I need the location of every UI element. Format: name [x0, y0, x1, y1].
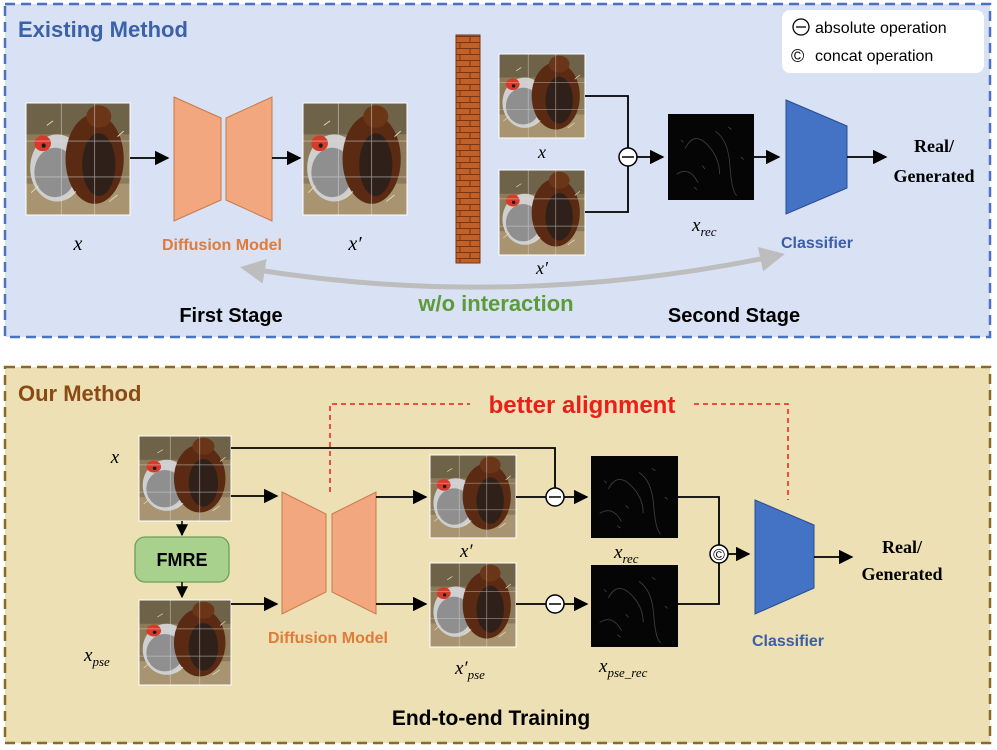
bottom-panel-title: Our Method [18, 381, 141, 406]
line-rec-to-concat [678, 496, 720, 545]
bottom-pse-rec-label: xpse_rec [598, 656, 648, 680]
bottom-rec-image [591, 456, 678, 538]
alignment-line-right [694, 403, 789, 500]
reconstructed-label: x′ [347, 233, 362, 255]
top-panel-title: Existing Method [18, 17, 188, 42]
stage2-input-image [498, 53, 586, 139]
output-label-line1: Real/ [914, 136, 955, 156]
stage2-recon-label: x′ [535, 258, 549, 278]
line-x-to-abs [585, 95, 629, 148]
bottom-rec-label: xrec [613, 542, 639, 566]
bottom-recon-label: x′ [459, 541, 473, 562]
alignment-note: better alignment [489, 392, 676, 419]
input-image [25, 102, 131, 216]
line-xprime-to-abs [585, 166, 629, 213]
reconstructed-image [302, 102, 408, 216]
classifier-label: Classifier [781, 235, 853, 252]
interaction-arc [240, 246, 785, 290]
bottom-pse-rec-image [591, 565, 678, 647]
absolute-operation-icon [792, 18, 810, 36]
bottom-output-label-line1: Real/ [882, 537, 923, 557]
stage2-recon-image [498, 169, 586, 256]
concat-symbol: © [713, 547, 725, 564]
decoder-shape [225, 96, 273, 222]
concat-operation-icon: © [791, 46, 804, 66]
bottom-output-label-line2: Generated [862, 564, 943, 584]
pseudo-image [138, 599, 232, 686]
stage2-input-label: x [537, 142, 546, 162]
bottom-diffusion-model-label: Diffusion Model [268, 630, 388, 647]
residual-label: xrec [691, 215, 717, 239]
top-panel: Existing Method absolute operation © con… [3, 2, 992, 339]
first-stage-label: First Stage [179, 305, 282, 327]
decoder-shape [331, 491, 377, 615]
diffusion-model-label: Diffusion Model [162, 237, 282, 254]
encoder-shape [173, 96, 222, 222]
bottom-pse-recon-label: x′pse [454, 658, 485, 682]
line-pse-rec-to-concat [678, 563, 720, 605]
bottom-panel: Our Method better alignment x FMRE xpse … [3, 365, 992, 745]
alignment-line-left [329, 403, 470, 492]
diffusion-model-bottom [281, 491, 377, 615]
stage-separator-wall [455, 34, 481, 264]
bottom-recon-image [429, 454, 517, 539]
legend-concat-label: concat operation [815, 48, 933, 65]
diffusion-model-top [173, 96, 273, 222]
bottom-input-image [138, 435, 232, 522]
legend-absolute-label: absolute operation [815, 20, 947, 37]
line-x-to-abs-top [231, 447, 556, 488]
residual-image [668, 114, 754, 200]
interaction-note: w/o interaction [417, 291, 573, 316]
legend: absolute operation © concat operation [782, 10, 984, 73]
bottom-classifier-shape [754, 499, 815, 615]
pseudo-label: xpse [83, 645, 110, 669]
bottom-pse-recon-image [429, 562, 517, 648]
fmre-label: FMRE [157, 550, 208, 570]
classifier-shape [785, 99, 848, 215]
footer-label: End-to-end Training [392, 707, 590, 730]
encoder-shape [281, 491, 327, 615]
legend-box [782, 10, 984, 73]
second-stage-label: Second Stage [668, 305, 800, 327]
output-label-line2: Generated [894, 166, 975, 186]
bottom-classifier-label: Classifier [752, 633, 824, 650]
input-label: x [73, 233, 83, 255]
bottom-input-label: x [110, 447, 120, 468]
